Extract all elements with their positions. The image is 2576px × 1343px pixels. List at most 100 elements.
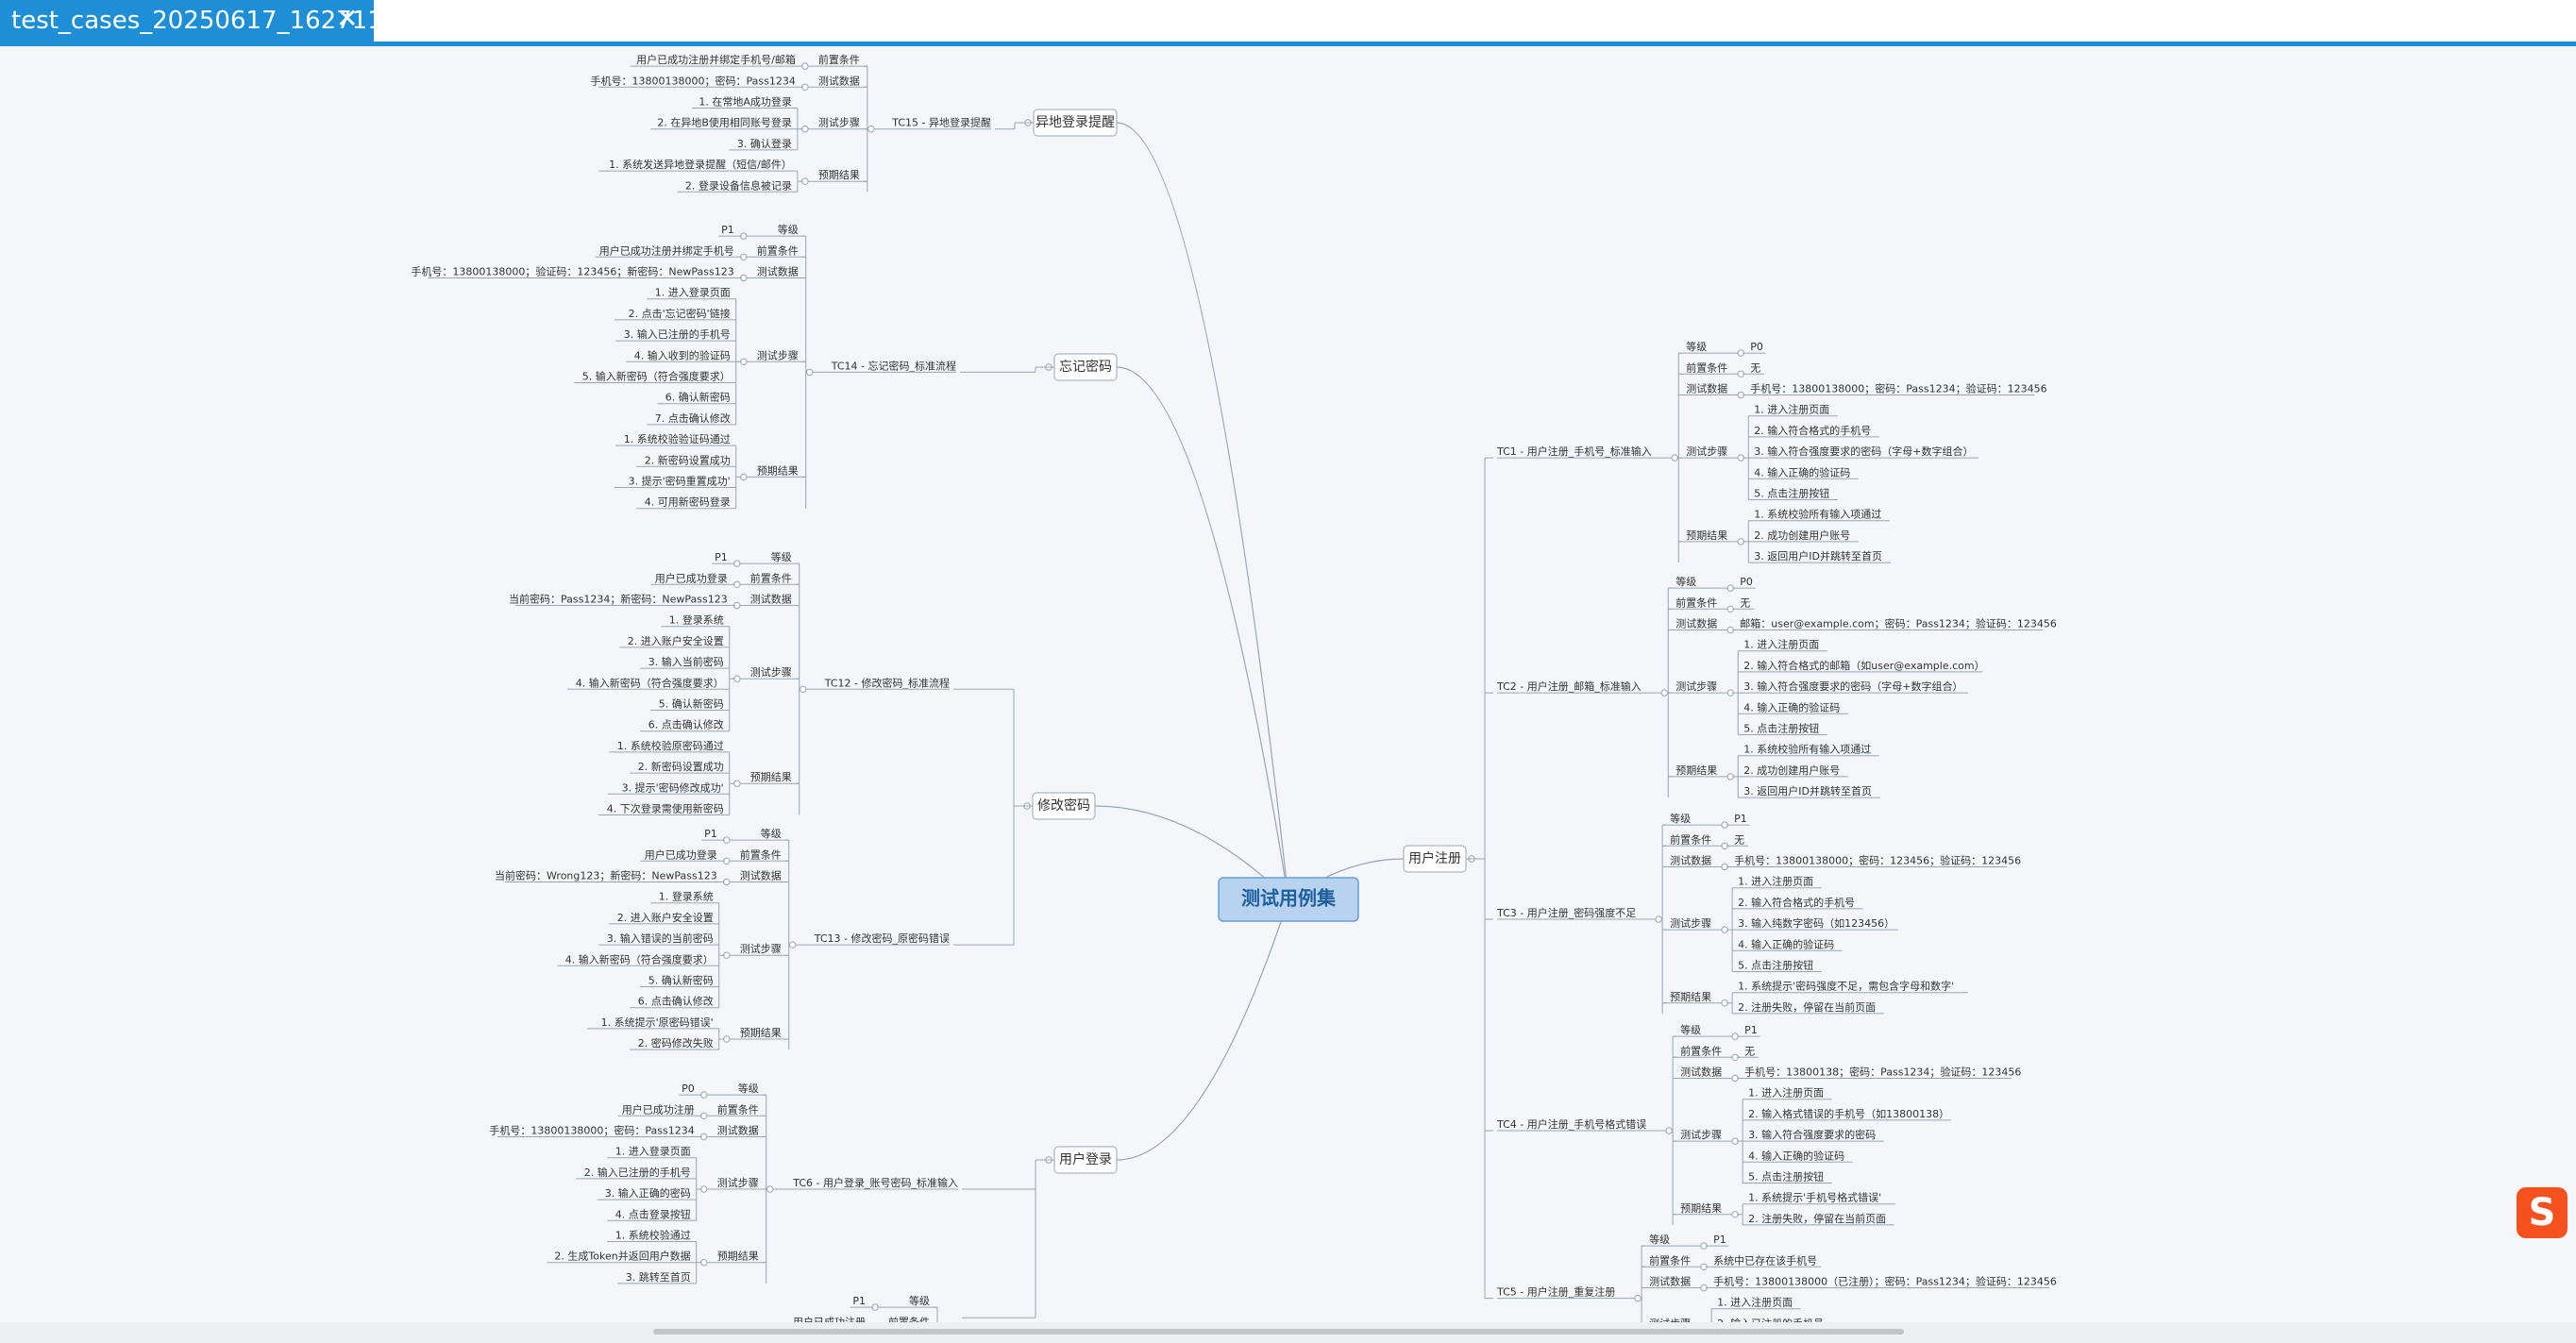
field-value: P1: [704, 828, 717, 840]
step-item: 1. 进入登录页面: [615, 1145, 691, 1158]
step-item: 3. 输入纯数字密码（如123456）: [1738, 916, 1894, 930]
field-value: 无: [1744, 1045, 1755, 1057]
field-key: 测试数据: [750, 593, 792, 606]
field-key: 前置条件: [1675, 596, 1717, 609]
field-key: 测试步骤: [1670, 917, 1711, 930]
step-item: 5. 输入新密码（符合强度要求）: [582, 370, 731, 383]
case-title: TC15 - 异地登录提醒: [891, 116, 991, 129]
collapse-toggle[interactable]: [1671, 454, 1678, 462]
step-item: 5. 点击注册按钮: [1738, 959, 1813, 972]
collapse-toggle[interactable]: [1660, 689, 1668, 697]
field-value: 用户已成功登录: [655, 571, 728, 584]
field-value: P1: [715, 551, 728, 563]
step-item: 3. 输入正确的密码: [605, 1186, 691, 1200]
case-title: TC13 - 修改密码_原密码错误: [814, 932, 950, 945]
field-key: 测试步骤: [1675, 680, 1717, 693]
branch-label: 修改密码: [1037, 797, 1090, 814]
step-item: 4. 点击登录按钮: [615, 1207, 691, 1220]
field-key: 前置条件: [740, 848, 782, 861]
field-value: 用户已成功注册并绑定手机号/邮箱: [636, 53, 796, 66]
branch-label: 异地登录提醒: [1035, 115, 1115, 130]
step-item: 2. 注册失败，停留在当前页面: [1748, 1212, 1886, 1225]
collapse-toggle[interactable]: [867, 126, 875, 133]
step-item: 2. 输入符合格式的手机号: [1754, 424, 1871, 437]
field-key: 测试步骤: [1680, 1129, 1722, 1141]
field-key: 测试步骤: [740, 943, 782, 955]
document-tab[interactable]: test_cases_20250617_162711 ✕: [0, 0, 383, 42]
step-item: 4. 输入新密码（符合强度要求）: [565, 952, 714, 965]
collapse-toggle[interactable]: [789, 941, 797, 948]
case-title: TC6 - 用户登录_账号密码_标准输入: [792, 1176, 958, 1189]
collapse-toggle[interactable]: [1655, 915, 1662, 923]
branch-label: 用户登录: [1059, 1151, 1112, 1167]
step-item: 2. 新密码设置成功: [638, 760, 724, 773]
collapse-toggle[interactable]: [800, 685, 807, 693]
field-key: 预期结果: [1670, 991, 1711, 1003]
field-key: 前置条件: [757, 243, 799, 257]
step-item: 3. 跳转至首页: [626, 1270, 691, 1284]
field-key: 前置条件: [1649, 1253, 1691, 1267]
horizontal-scrollbar[interactable]: [0, 1322, 2576, 1343]
field-key: 测试步骤: [717, 1177, 759, 1189]
field-key: 测试数据: [1680, 1066, 1722, 1079]
field-value: P0: [1750, 341, 1763, 353]
step-item: 2. 输入已注册的手机号: [584, 1166, 691, 1179]
field-value: 手机号：13800138000；验证码：123456；新密码：NewPass12…: [411, 265, 733, 278]
branch-connector: [1116, 122, 1289, 900]
step-item: 6. 确认新密码: [665, 391, 731, 404]
branch-connector: [1116, 898, 1289, 1161]
field-value: 手机号：13800138；密码：Pass1234；验证码：123456: [1744, 1066, 2021, 1079]
field-value: 无: [1734, 833, 1744, 846]
branch-connector: [1116, 366, 1289, 900]
field-key: 前置条件: [1680, 1044, 1722, 1057]
collapse-toggle[interactable]: [766, 1185, 774, 1193]
field-value: 邮箱：user@example.com；密码：Pass1234；验证码：1234…: [1740, 617, 2057, 630]
field-value: 用户已成功注册: [793, 1315, 866, 1322]
field-key: 测试数据: [1675, 617, 1717, 630]
step-item: 5. 点击注册按钮: [1743, 722, 1819, 735]
sogou-ime-icon[interactable]: S: [2517, 1187, 2568, 1238]
step-item: 2. 输入符合格式的邮箱（如user@example.com）: [1743, 659, 1984, 672]
step-item: 1. 登录系统: [659, 890, 714, 903]
step-item: 3. 输入错误的当前密码: [607, 932, 714, 945]
field-value: 用户已成功注册并绑定手机号: [599, 243, 734, 257]
collapse-toggle[interactable]: [1665, 1127, 1673, 1134]
step-item: 1. 登录系统: [669, 613, 724, 627]
step-item: 3. 确认登录: [737, 137, 792, 150]
branch-label: 忘记密码: [1059, 359, 1112, 375]
root-node[interactable]: [1218, 877, 1359, 922]
field-key: 前置条件: [1686, 361, 1727, 374]
step-item: 3. 输入当前密码: [648, 655, 724, 668]
close-icon[interactable]: ✕: [336, 3, 359, 34]
field-value: 手机号：13800138000；密码：123456；验证码：123456: [1734, 854, 2021, 867]
field-key: 等级: [1675, 575, 1696, 588]
field-key: 测试步骤: [757, 349, 799, 361]
step-item: 3. 输入符合强度要求的密码（字母+数字组合）: [1743, 680, 1962, 693]
collapse-toggle[interactable]: [806, 368, 814, 377]
field-key: 测试数据: [818, 74, 860, 87]
case-title: TC4 - 用户注册_手机号格式错误: [1496, 1117, 1646, 1131]
field-key: 等级: [1686, 340, 1707, 353]
step-item: 1. 进入注册页面: [1754, 403, 1829, 416]
field-value: 用户已成功登录: [645, 848, 717, 861]
field-key: 预期结果: [717, 1251, 759, 1263]
step-item: 2. 输入符合格式的手机号: [1738, 896, 1855, 909]
step-item: 5. 确认新密码: [659, 697, 724, 711]
step-item: 1. 系统校验验证码通过: [624, 432, 731, 445]
field-value: P0: [682, 1083, 695, 1095]
step-item: 5. 点击注册按钮: [1754, 487, 1829, 500]
collapse-toggle[interactable]: [1634, 1294, 1642, 1302]
scrollbar-thumb[interactable]: [653, 1329, 1904, 1335]
root-label: 测试用例集: [1241, 887, 1337, 910]
field-value: P0: [1740, 576, 1753, 588]
field-value: 无: [1750, 361, 1760, 374]
step-item: 4. 输入正确的验证码: [1738, 937, 1834, 950]
branch-label: 用户注册: [1408, 850, 1461, 866]
step-item: 1. 进入注册页面: [1743, 638, 1819, 651]
step-item: 1. 进入注册页面: [1748, 1086, 1824, 1100]
step-item: 3. 提示'密码重置成功': [629, 475, 731, 488]
step-item: 2. 生成Token并返回用户数据: [554, 1250, 690, 1263]
field-key: 测试数据: [757, 265, 799, 278]
